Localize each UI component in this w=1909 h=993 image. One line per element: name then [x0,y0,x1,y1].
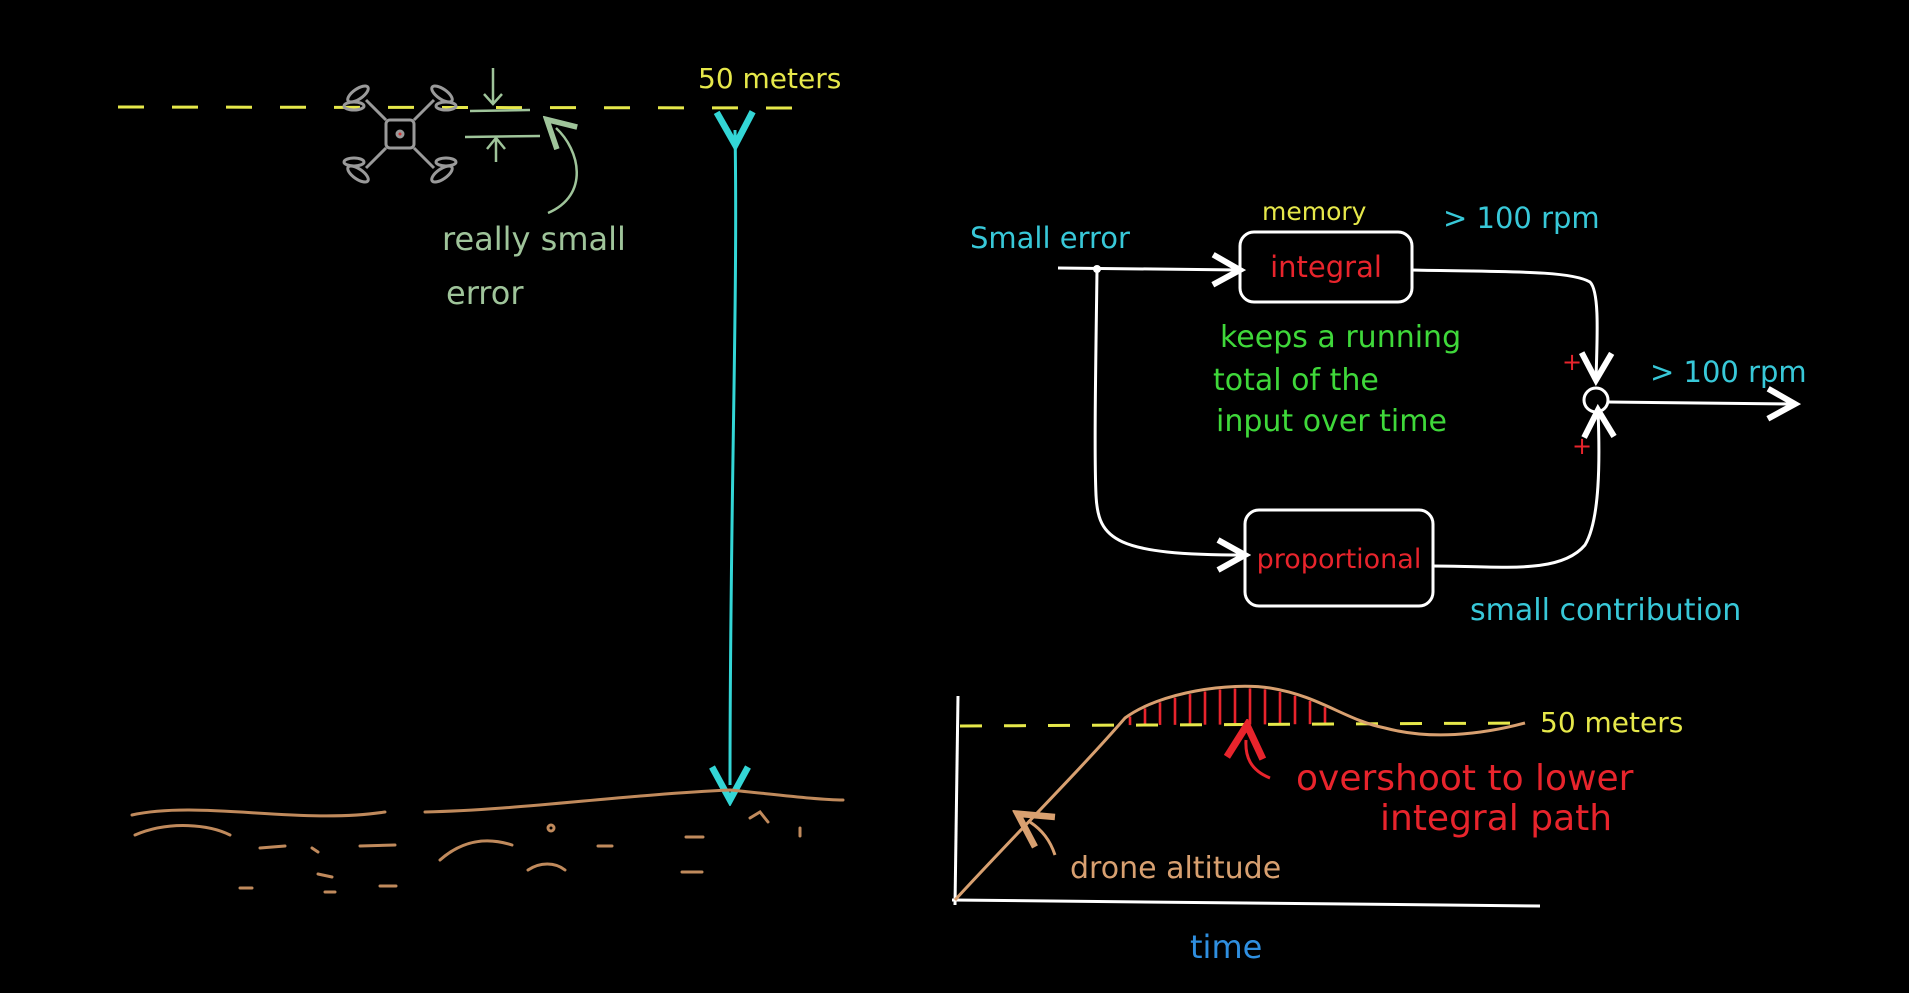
overshoot-hatching [1128,688,1327,726]
sum-circle-icon [1582,386,1610,414]
error-note-line-1: really small [442,220,626,258]
proportional-note: small contribution [1470,593,1741,628]
altitude-distance-arrow [730,130,736,785]
altitude-curve [953,684,1526,902]
overshoot-arrow [1246,740,1271,780]
plot-setpoint-label: 50 meters [1540,706,1683,739]
integral-to-sum-line [1411,268,1597,380]
response-plot: 50 meters overshoot to lower integral pa… [951,684,1683,966]
split-point [1093,265,1101,273]
integral-output-rpm: > 100 rpm [1443,201,1600,235]
proportional-block [1243,508,1435,608]
y-axis [953,695,960,906]
ground-sketch [130,788,845,894]
input-to-integral-line [1057,268,1240,270]
output-rpm-label: > 100 rpm [1650,355,1807,389]
overshoot-note-line-1: overshoot to lower [1296,758,1634,799]
x-axis [951,898,1541,908]
left-scene: 50 meters really [117,62,845,894]
sum-output-line [1607,402,1795,404]
integral-description-line-2: total of the [1213,363,1379,398]
proportional-label: proportional [1257,544,1422,575]
altitude-label-arrow [1030,822,1057,856]
height-label: 50 meters [698,62,841,95]
integral-description-line-1: keeps a running [1220,320,1461,355]
block-diagram: Small error memory integral > 100 rpm ke… [970,197,1807,628]
sum-sign-top: + [1562,348,1582,376]
x-axis-label: time [1190,928,1262,966]
sum-sign-bottom: + [1572,432,1592,460]
integral-label: integral [1270,250,1382,284]
proportional-to-sum-line [1432,410,1599,569]
integral-description-line-3: input over time [1216,404,1447,439]
small-error-markers [464,68,578,215]
quadcopter-icon [342,84,458,184]
input-to-proportional-line [1093,269,1245,555]
plot-setpoint-line [959,721,1526,728]
setpoint-dashed-line [117,105,806,110]
altitude-curve-label: drone altitude [1070,851,1281,886]
integral-block [1238,230,1414,304]
error-note-line-2: error [446,274,524,312]
overshoot-note-line-2: integral path [1380,798,1612,839]
integral-header: memory [1262,197,1367,226]
input-label: Small error [970,221,1130,255]
